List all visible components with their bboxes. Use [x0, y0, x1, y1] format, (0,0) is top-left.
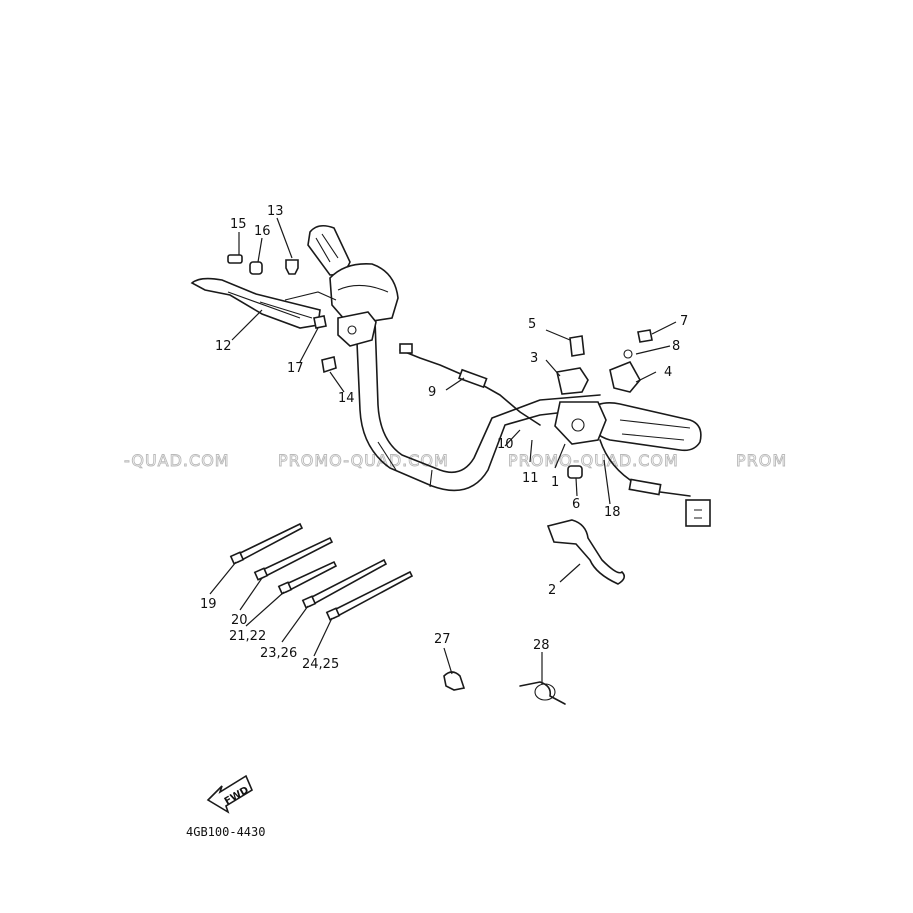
nut-16	[249, 261, 263, 275]
watermark-4: PROM	[736, 451, 787, 470]
bracket-3	[556, 367, 589, 395]
part-code: 4GB100-4430	[186, 825, 265, 839]
nut-14	[321, 356, 337, 374]
watermark-row: -QUAD.COM PROMO-QUAD.COM PROMO-QUAD.COM …	[124, 451, 787, 471]
left-grip-assembly	[307, 224, 399, 347]
clamp-27	[443, 671, 466, 691]
callout-28: 28	[533, 638, 550, 653]
watermark-3: PROMO-QUAD.COM	[508, 451, 679, 470]
callout-21-22: 21,22	[229, 629, 266, 644]
callout-4: 4	[664, 365, 672, 380]
watermark-2: PROMO-QUAD.COM	[278, 451, 449, 470]
callout-3: 3	[530, 351, 538, 366]
clamp-28	[519, 681, 566, 705]
callout-1: 1	[551, 475, 559, 490]
callout-16: 16	[254, 224, 271, 239]
cable-end	[399, 343, 413, 354]
washer-8	[623, 349, 633, 359]
spring-17	[313, 315, 327, 329]
callout-11: 11	[522, 471, 539, 486]
fwd-arrow-icon: FWD	[206, 774, 254, 814]
bolt-5	[569, 335, 585, 357]
callout-2: 2	[548, 583, 556, 598]
callout-15: 15	[230, 217, 247, 232]
callout-24-25: 24,25	[302, 657, 339, 672]
callout-20: 20	[231, 613, 248, 628]
callout-17: 17	[287, 361, 304, 376]
left-lever	[190, 277, 337, 329]
callout-18: 18	[604, 505, 621, 520]
clamps	[443, 671, 566, 705]
callout-9: 9	[428, 385, 436, 400]
callout-19: 19	[200, 597, 217, 612]
handlebar	[355, 319, 601, 492]
left-small-parts	[227, 254, 337, 374]
nut-6	[567, 465, 583, 479]
right-grip-assembly	[554, 329, 702, 479]
callout-13: 13	[267, 204, 284, 219]
bolt-15	[227, 254, 243, 264]
callout-10: 10	[497, 437, 514, 452]
right-lever	[546, 519, 626, 585]
screw-7	[637, 329, 653, 343]
callout-8: 8	[672, 339, 680, 354]
watermark-1: -QUAD.COM	[124, 451, 230, 470]
callout-labels: 1 2 3 4 5 6 7 8 9 10 11 12 13 14 15 16 1…	[200, 204, 688, 672]
callout-12: 12	[215, 339, 232, 354]
callout-7: 7	[680, 314, 688, 329]
cable-ties	[229, 522, 414, 621]
callout-5: 5	[528, 317, 536, 332]
leader-lines	[209, 217, 677, 684]
wire-harness	[599, 439, 711, 527]
bracket-4	[609, 360, 641, 393]
cable-9	[399, 343, 541, 426]
callout-6: 6	[572, 497, 580, 512]
screw-13	[285, 259, 299, 275]
callout-27: 27	[434, 632, 451, 647]
callout-14: 14	[338, 391, 355, 406]
callout-23-26: 23,26	[260, 646, 297, 661]
